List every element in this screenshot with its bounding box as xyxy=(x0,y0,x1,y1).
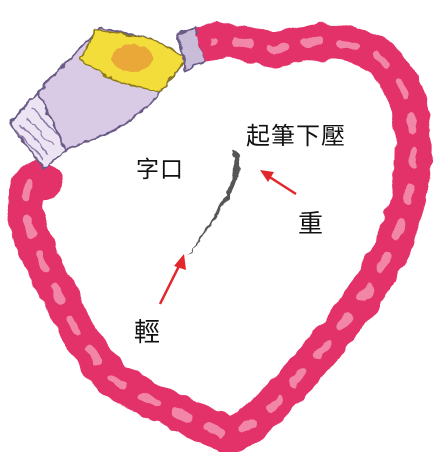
mouth-label: 字口 xyxy=(136,157,184,183)
heart-paint-stroke xyxy=(7,23,432,452)
heavy-label: 重 xyxy=(298,209,324,238)
arrow-icon xyxy=(260,170,297,196)
arrow-icon xyxy=(158,254,186,305)
light-label: 輕 xyxy=(134,318,161,348)
paint-tube-icon xyxy=(8,26,212,170)
brush-stroke xyxy=(188,150,241,256)
start-press-label: 起筆下壓 xyxy=(246,122,346,150)
